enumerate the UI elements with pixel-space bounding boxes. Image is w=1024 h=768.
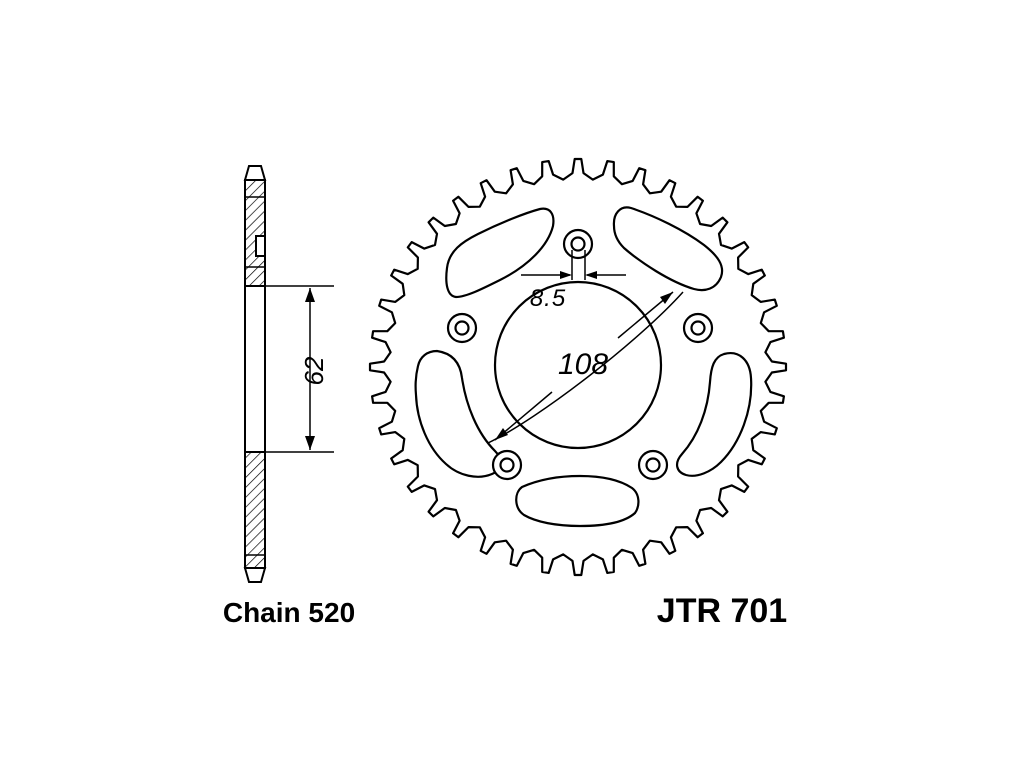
bore-dimension: 62 [265,285,334,453]
side-profile-upper-section [244,179,266,287]
bolt-hole-lower-left [491,449,523,481]
bolt-hole-lower-right [637,449,669,481]
bolt-hole-upper-right [682,312,714,344]
bolt-hole-top [562,228,594,260]
cutout-top-left [445,207,555,299]
cutout-top-right [612,206,724,292]
side-profile-hub-notch [255,235,266,257]
bolt-circle-dimension-label: 108 [558,348,608,381]
side-profile-top-tip [243,165,267,181]
sprocket-front-view: 8.5 108 [368,157,788,577]
bolt-circle-dimension: 108 [487,291,684,444]
cutout-right [676,352,753,477]
side-profile-view: 62 [243,165,334,583]
side-profile-bore [244,285,266,453]
center-bore [493,280,663,450]
chain-size-label: Chain 520 [223,597,355,628]
bolt-hole-dimension-label: 8.5 [530,285,566,312]
part-number-label: JTR 701 [657,592,787,630]
bolt-hole-upper-left [446,312,478,344]
cutout-bottom [515,474,640,528]
lightening-cutouts [414,206,753,528]
side-profile-bottom-tip [243,567,267,583]
bore-dimension-label: 62 [299,356,329,385]
bolt-hole-dimension: 8.5 [521,250,626,312]
side-profile-lower-section [244,451,266,569]
